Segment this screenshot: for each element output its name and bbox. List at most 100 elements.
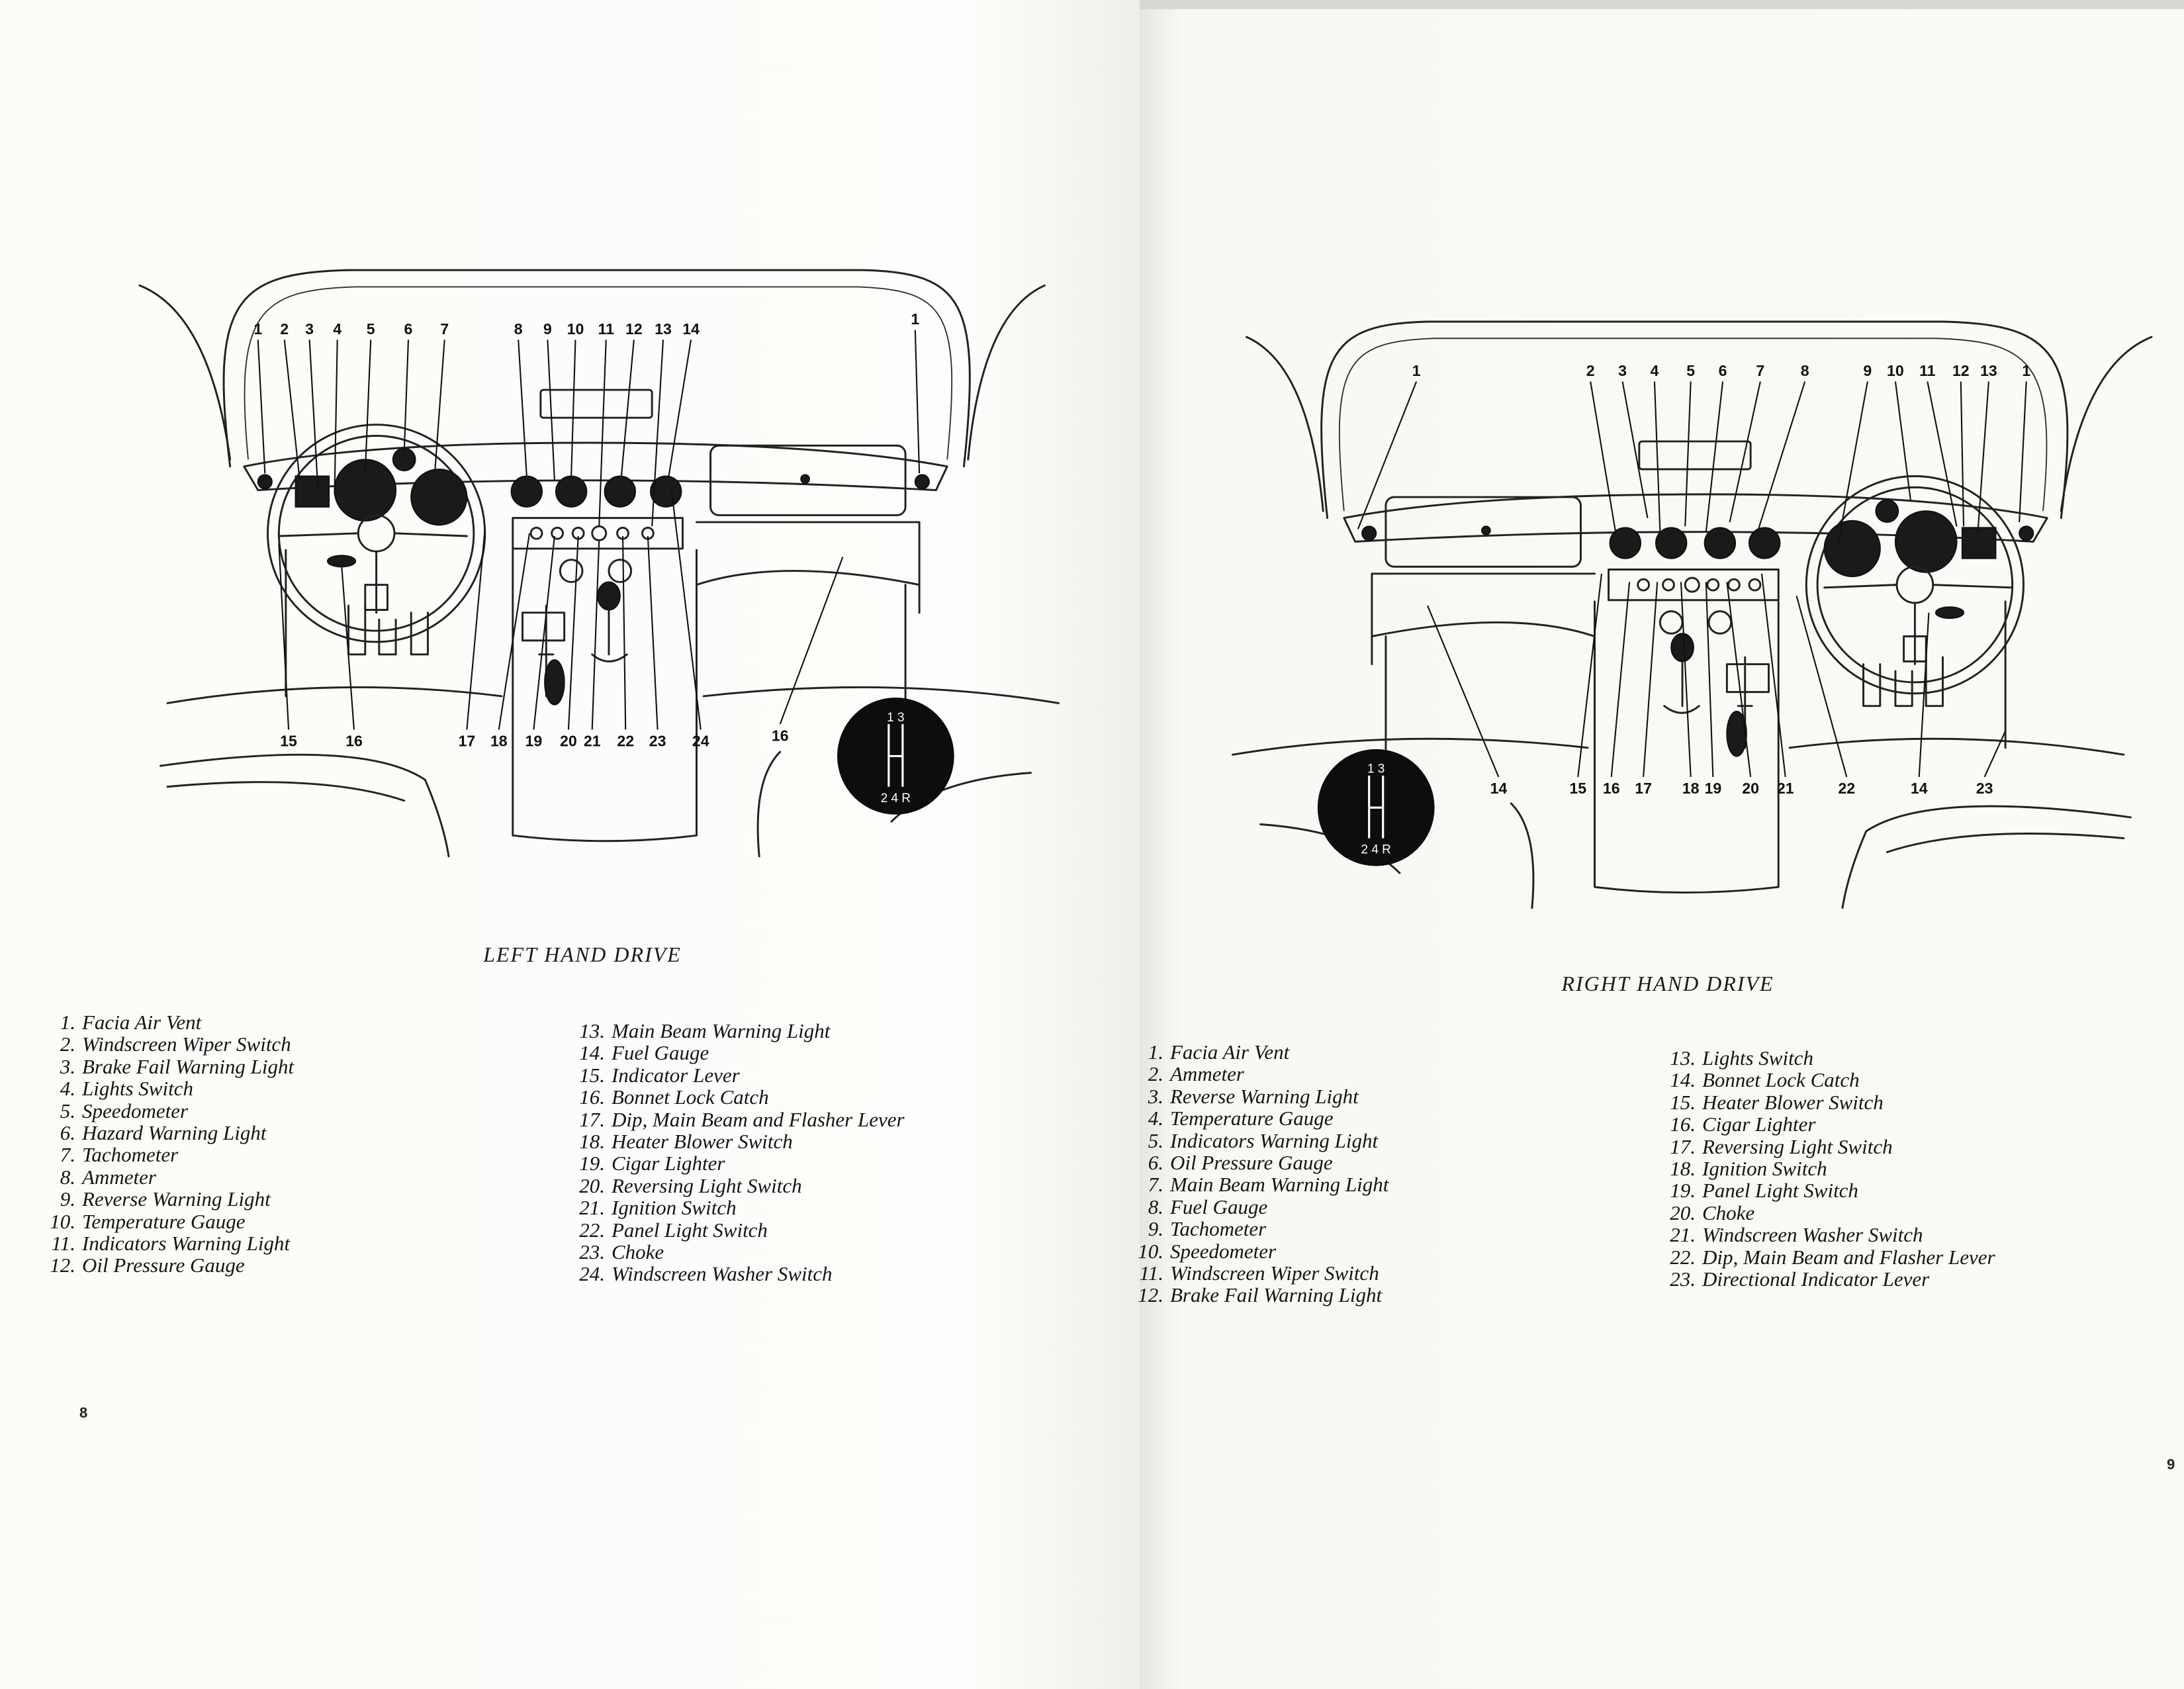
legend-number: 5.	[60, 1099, 75, 1122]
callout-leader-line	[283, 340, 300, 480]
callout-leader-line	[308, 340, 319, 488]
legend-label: Ammeter	[82, 1165, 156, 1189]
callout-number: 13	[1980, 362, 1997, 379]
legend-item: 23.Directional Indicator Lever	[1661, 1268, 1995, 1291]
legend-item: 15.Indicator Lever	[570, 1064, 905, 1086]
legend-label: Lights Switch	[82, 1077, 193, 1101]
callout-number: 14	[1911, 780, 1928, 797]
legend-number: 15.	[1670, 1090, 1696, 1114]
callout-number: 7	[440, 320, 449, 338]
legend-number: 9.	[60, 1187, 75, 1211]
legend-number: 1.	[60, 1011, 75, 1034]
legend-item: 14.Bonnet Lock Catch	[1661, 1069, 1995, 1091]
legend-label: Bonnet Lock Catch	[1702, 1068, 1860, 1092]
legend-label: Facia Air Vent	[1170, 1040, 1290, 1064]
callout-leader-line	[1705, 381, 1724, 532]
legend-label: Tachometer	[82, 1143, 179, 1167]
legend-number: 4.	[60, 1077, 75, 1101]
legend-number: 6.	[60, 1121, 75, 1145]
legend-label: Ignition Switch	[612, 1196, 737, 1220]
legend-label: Lights Switch	[1702, 1046, 1813, 1070]
legend-label: Reversing Light Switch	[612, 1173, 802, 1197]
callout-leader-line	[1927, 381, 1958, 527]
legend-label: Panel Light Switch	[612, 1218, 768, 1242]
gear-pattern-top: 1 3	[887, 711, 904, 725]
callout-number: 2	[280, 320, 289, 338]
legend-label: Facia Air Vent	[82, 1011, 202, 1034]
callout-leader-line	[533, 535, 555, 730]
legend-number: 18.	[1670, 1157, 1696, 1181]
legend-number: 2.	[1148, 1062, 1163, 1086]
legend-label: Oil Pressure Gauge	[82, 1254, 245, 1277]
legend-item: 2.Ammeter	[1129, 1063, 1388, 1085]
legend-item: 24.Windscreen Washer Switch	[570, 1263, 905, 1285]
callout-number: 20	[560, 733, 577, 750]
legend-label: Heater Blower Switch	[612, 1130, 793, 1154]
legend-number: 7.	[60, 1143, 75, 1167]
callout-leader-line	[668, 340, 692, 477]
legend-label: Main Beam Warning Light	[1170, 1173, 1389, 1197]
legend-number: 22.	[579, 1218, 605, 1242]
legend-label: Speedometer	[1170, 1239, 1277, 1263]
callout-leader-line	[1357, 381, 1418, 529]
legend-item: 15.Heater Blower Switch	[1661, 1091, 1995, 1113]
callout-leader-line	[1756, 381, 1806, 532]
legend-label: Choke	[1702, 1201, 1755, 1224]
legend-label: Tachometer	[1170, 1217, 1267, 1241]
callout-leader-line	[340, 563, 355, 730]
callout-number: 24	[692, 733, 709, 750]
callout-number: 11	[1919, 362, 1936, 379]
legend-item: 22. Panel Light Switch	[570, 1218, 905, 1242]
callout-number: 21	[584, 733, 601, 750]
legend-label: Speedometer	[82, 1099, 189, 1122]
callout-leader-line	[1577, 573, 1603, 778]
callout-leader-line	[779, 557, 844, 725]
legend-item: 11.Indicators Warning Light	[41, 1232, 294, 1255]
callout-number: 22	[1838, 780, 1855, 797]
callout-leader-line	[278, 543, 290, 730]
legend-number: 5.	[1148, 1128, 1163, 1152]
legend-number: 3.	[1148, 1084, 1163, 1108]
legend-number: 17.	[1670, 1134, 1696, 1158]
legend-item: 17.Reversing Light Switch	[1661, 1134, 1995, 1158]
callout-leader-line	[1918, 612, 1930, 778]
legend-label: Windscreen Washer Switch	[1702, 1223, 1923, 1247]
callout-leader-line	[2019, 381, 2027, 523]
gear-pattern-bottom: 2 4 R	[881, 792, 911, 805]
legend-number: 19.	[1670, 1179, 1696, 1203]
callout-number: 10	[567, 320, 584, 338]
callout-number: 14	[682, 320, 700, 338]
legend-item: 8.Fuel Gauge	[1129, 1195, 1388, 1218]
callout-number: 16	[772, 727, 789, 744]
legend-number: 13.	[1670, 1046, 1696, 1070]
legend-item: 9. Reverse Warning Light	[41, 1188, 294, 1210]
callout-number: 11	[598, 320, 615, 338]
legend-number: 24.	[579, 1262, 605, 1286]
legend-number: 8.	[60, 1165, 75, 1189]
legend-item: 3.Reverse Warning Light	[1129, 1085, 1388, 1107]
legend-number: 22.	[1670, 1245, 1696, 1269]
legend-number: 14.	[579, 1041, 605, 1065]
legend-item: 23.Choke	[570, 1241, 905, 1263]
legend-label: Oil Pressure Gauge	[1170, 1151, 1333, 1175]
callout-leader-line	[1653, 381, 1661, 532]
callout-leader-line	[621, 535, 627, 730]
callout-number: 15	[280, 733, 297, 750]
legend-label: Reversing Light Switch	[1702, 1134, 1893, 1158]
legend-label: Indicators Warning Light	[1170, 1128, 1379, 1152]
legend-item: 18.Ignition Switch	[1661, 1157, 1995, 1181]
callout-number: 1	[253, 320, 262, 338]
page-number-right: 9	[2167, 1456, 2175, 1473]
callout-number: 16	[1603, 780, 1620, 797]
legend-label: Main Beam Warning Light	[612, 1019, 831, 1042]
callout-number: 18	[490, 733, 508, 750]
callout-number: 4	[1651, 362, 1659, 379]
legend-number: 11.	[1139, 1261, 1163, 1285]
legend-label: Reverse Warning Light	[82, 1187, 271, 1211]
callout-leader-line	[647, 535, 659, 730]
legend-number: 14.	[1670, 1068, 1696, 1092]
